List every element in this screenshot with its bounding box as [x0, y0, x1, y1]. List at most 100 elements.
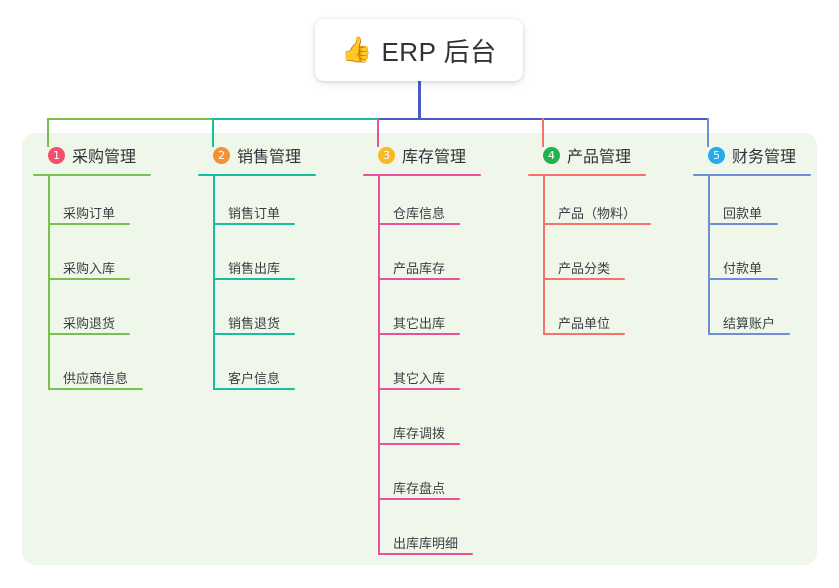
branch-badge-4: 4	[543, 146, 560, 164]
branch-badge-3: 3	[378, 146, 395, 164]
branch-badge-2: 2	[213, 146, 230, 164]
leaf-item-label: 销售出库	[228, 261, 281, 276]
root-trunk-connector	[418, 81, 421, 121]
branch-drop-connector-4	[542, 118, 545, 147]
branch-children-4: 产品（物料） 产品分类产品单位	[528, 176, 651, 341]
leaf-item-underline	[213, 278, 295, 280]
branch-children-5: 回款单付款单结算账户	[693, 176, 811, 341]
leaf-item-label: 客户信息	[228, 371, 281, 386]
branch-children-3: 仓库信息产品库存其它出库其它入库库存调拨库存盘点出库库明细	[363, 176, 481, 561]
leaf-item[interactable]: 销售订单	[198, 176, 316, 231]
leaf-item[interactable]: 销售退货	[198, 286, 316, 341]
branch-badge-5: 5	[708, 146, 725, 164]
leaf-item-underline	[543, 333, 625, 335]
leaf-item[interactable]: 产品单位	[528, 286, 646, 341]
leaf-item-underline	[378, 278, 460, 280]
leaf-item-underline	[378, 223, 460, 225]
leaf-item[interactable]: 出库库明细	[363, 506, 481, 561]
branch-header-2[interactable]: 2 销售管理	[198, 143, 316, 167]
branch-header-1[interactable]: 1 采购管理	[33, 143, 151, 167]
leaf-item[interactable]: 库存盘点	[363, 451, 481, 506]
branch-drop-connector-3	[377, 118, 380, 147]
leaf-item-label: 其它入库	[393, 371, 446, 386]
leaf-item-underline	[708, 278, 778, 280]
leaf-item-underline	[48, 278, 130, 280]
leaf-item-label: 出库库明细	[393, 536, 459, 551]
leaf-item-label: 其它出库	[393, 316, 446, 331]
leaf-item-label: 付款单	[723, 261, 763, 276]
leaf-item-underline	[708, 223, 778, 225]
leaf-item-underline	[213, 388, 295, 390]
leaf-item-underline	[378, 443, 460, 445]
branch-column-2: 2 销售管理销售订单销售出库销售退货客户信息	[198, 143, 316, 396]
leaf-item-label: 产品分类	[558, 261, 611, 276]
branch-spine-1	[48, 176, 50, 390]
leaf-item[interactable]: 仓库信息	[363, 176, 481, 231]
leaf-item-label: 采购订单	[63, 206, 116, 221]
branch-underline-5	[693, 174, 811, 176]
root-node-content: 👍 ERP 后台	[341, 32, 496, 69]
leaf-item[interactable]: 其它入库	[363, 341, 481, 396]
connector-bar-segment-2	[212, 118, 378, 121]
leaf-item-label: 产品单位	[558, 316, 611, 331]
leaf-item[interactable]: 结算账户	[693, 286, 811, 341]
leaf-item-label: 采购退货	[63, 316, 116, 331]
leaf-item[interactable]: 产品（物料）	[528, 176, 651, 231]
leaf-item-label: 库存调拨	[393, 426, 446, 441]
leaf-item[interactable]: 产品库存	[363, 231, 481, 286]
leaf-item-underline	[543, 278, 625, 280]
branch-drop-connector-5	[707, 118, 710, 147]
leaf-item[interactable]: 销售出库	[198, 231, 316, 286]
branch-badge-1: 1	[48, 146, 65, 164]
leaf-item[interactable]: 采购退货	[33, 286, 151, 341]
branch-drop-connector-2	[212, 118, 215, 147]
leaf-item[interactable]: 采购订单	[33, 176, 151, 231]
leaf-item-underline	[378, 388, 460, 390]
leaf-item-underline	[708, 333, 790, 335]
leaf-item[interactable]: 采购入库	[33, 231, 151, 286]
branch-column-4: 4 产品管理产品（物料） 产品分类产品单位	[528, 143, 651, 341]
leaf-item[interactable]: 其它出库	[363, 286, 481, 341]
branch-underline-3	[363, 174, 481, 176]
branch-title-1: 采购管理	[72, 149, 137, 166]
leaf-item-label: 产品（物料）	[558, 206, 637, 221]
leaf-item-underline	[48, 388, 143, 390]
leaf-item[interactable]: 客户信息	[198, 341, 316, 396]
branch-title-4: 产品管理	[567, 149, 632, 166]
leaf-item-label: 回款单	[723, 206, 763, 221]
branch-drop-connector-1	[47, 118, 50, 147]
leaf-item[interactable]: 付款单	[693, 231, 811, 286]
thumbs-up-icon: 👍	[341, 35, 373, 64]
branch-spine-5	[708, 176, 710, 335]
branch-spine-2	[213, 176, 215, 390]
leaf-item[interactable]: 供应商信息	[33, 341, 151, 396]
leaf-item-label: 仓库信息	[393, 206, 446, 221]
leaf-item-label: 销售退货	[228, 316, 281, 331]
leaf-item-underline	[213, 333, 295, 335]
leaf-item-underline	[378, 498, 460, 500]
branch-underline-4	[528, 174, 646, 176]
connector-bar-segment-1	[47, 118, 213, 121]
root-node[interactable]: 👍 ERP 后台	[315, 19, 523, 81]
branch-children-2: 销售订单销售出库销售退货客户信息	[198, 176, 316, 396]
branch-title-2: 销售管理	[237, 149, 302, 166]
branch-spine-4	[543, 176, 545, 335]
branch-spine-3	[378, 176, 380, 555]
leaf-item-underline	[48, 333, 130, 335]
branch-header-4[interactable]: 4 产品管理	[528, 143, 646, 167]
leaf-item-label: 库存盘点	[393, 481, 446, 496]
leaf-item[interactable]: 库存调拨	[363, 396, 481, 451]
leaf-item[interactable]: 产品分类	[528, 231, 646, 286]
leaf-item-label: 结算账户	[723, 316, 776, 331]
leaf-item-label: 销售订单	[228, 206, 281, 221]
leaf-item-underline	[378, 553, 473, 555]
leaf-item-underline	[543, 223, 651, 225]
leaf-item-label: 供应商信息	[63, 371, 129, 386]
branch-children-1: 采购订单采购入库采购退货供应商信息	[33, 176, 151, 396]
leaf-item[interactable]: 回款单	[693, 176, 811, 231]
